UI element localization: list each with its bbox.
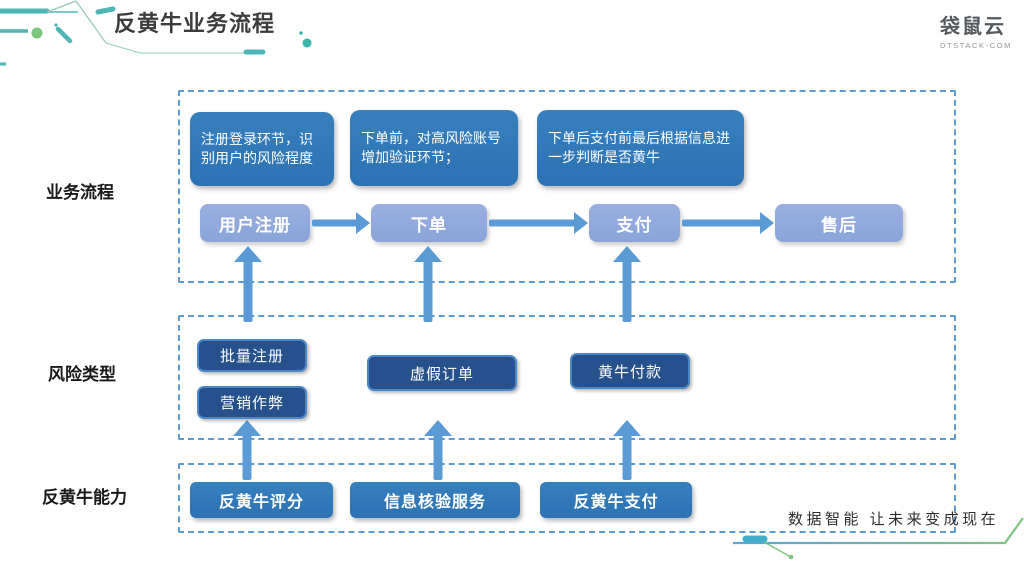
- capability-info-verification: 信息核验服务: [350, 482, 520, 518]
- arrow-up-icon: [424, 420, 452, 480]
- label-risk-type: 风险类型: [48, 365, 116, 384]
- page-title: 反黄牛业务流程: [114, 11, 276, 36]
- circuit-decoration-bottom-right: [733, 517, 1024, 560]
- capability-container: [178, 463, 956, 533]
- arrow-up-icon: [613, 420, 641, 480]
- logo-cloud-icon: [866, 11, 926, 45]
- description-prepay-stage: 下单后支付前最后根据信息进一步判断是否黄牛: [537, 110, 744, 186]
- circuit-decoration-top-left: [0, 0, 312, 66]
- arrow-up-icon: [613, 246, 641, 322]
- risk-fake-order: 虚假订单: [367, 355, 517, 391]
- company-slogan: 数据智能 让未来变成现在: [788, 511, 1000, 528]
- step-payment: 支付: [589, 204, 680, 242]
- arrow-up-icon: [414, 246, 442, 322]
- step-place-order: 下单: [371, 204, 487, 242]
- company-logo: 袋鼠云 DTSTACK-COM: [866, 8, 1012, 52]
- risk-batch-register: 批量注册: [197, 339, 307, 372]
- arrow-right-icon: [312, 212, 370, 234]
- step-after-sale: 售后: [775, 204, 903, 242]
- arrow-right-icon: [682, 212, 774, 234]
- risk-marketing-fraud: 营销作弊: [197, 386, 307, 419]
- capability-anti-scalper-payment: 反黄牛支付: [540, 482, 692, 518]
- label-business-process: 业务流程: [46, 183, 114, 202]
- logo-name: 袋鼠云: [939, 16, 1006, 38]
- arrow-up-icon: [234, 246, 262, 322]
- risk-type-container: [178, 315, 956, 440]
- description-register-stage: 注册登录环节，识别用户的风险程度: [190, 112, 334, 186]
- risk-scalper-payment: 黄牛付款: [570, 353, 690, 389]
- logo-domain: DTSTACK-COM: [939, 41, 1012, 50]
- process-flow-container: [178, 90, 956, 283]
- label-anti-scalper-capability: 反黄牛能力: [42, 488, 127, 507]
- arrow-right-icon: [489, 212, 588, 234]
- arrow-up-icon: [233, 420, 261, 480]
- capability-anti-scalper-score: 反黄牛评分: [190, 482, 333, 518]
- description-preorder-stage: 下单前，对高风险账号增加验证环节；: [350, 110, 518, 186]
- step-user-register: 用户注册: [200, 204, 310, 242]
